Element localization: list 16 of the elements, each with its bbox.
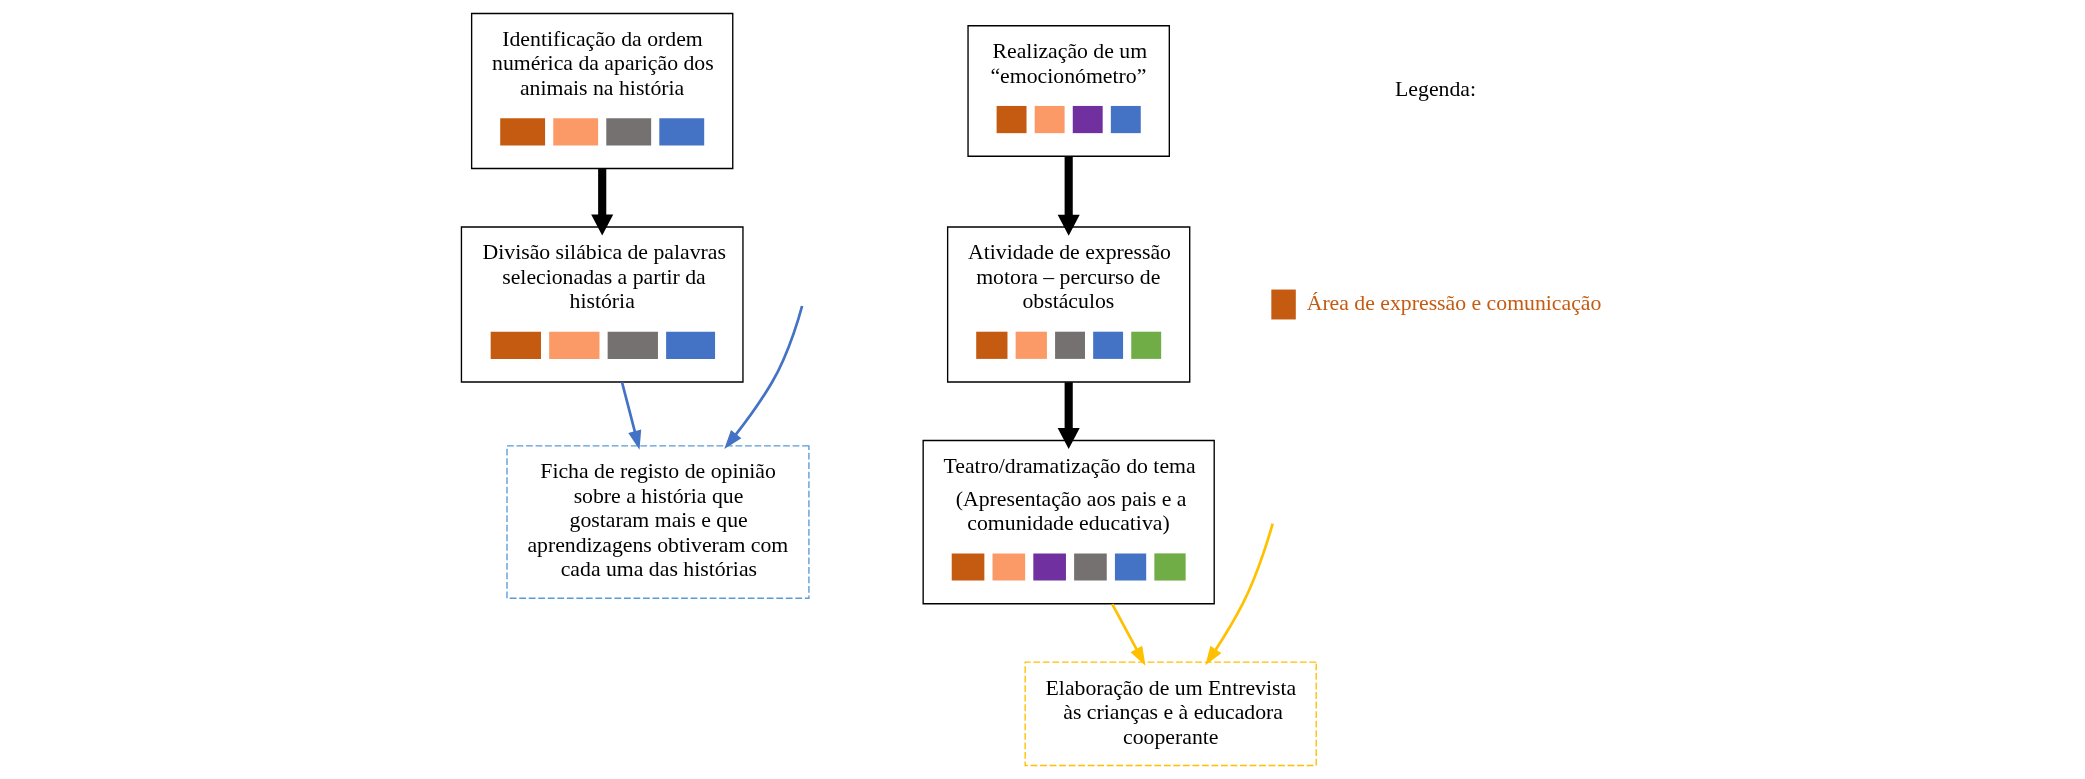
- node-box: Realização de um “emocionómetro”: [967, 25, 1170, 157]
- label: Legenda:: [1395, 77, 1476, 102]
- node-box: Divisão silábica de palavras selecionadas a partir da história: [460, 226, 744, 383]
- node-box: Elaboração de um Entrevista às crianças e à educadora cooperante: [1024, 661, 1317, 767]
- node-box: Teatro/dramatização do tema (Apresentação aos pais e a comunidade educativa): [922, 439, 1215, 605]
- legend-label: Área de expressão e comunicação: [1306, 290, 1602, 315]
- arrow: [1057, 382, 1080, 450]
- arrow: [620, 381, 642, 450]
- arrow: [1205, 523, 1274, 666]
- arrow: [591, 169, 614, 236]
- node-box: Identificação da ordem numérica da aparição dos animais na história: [470, 12, 734, 170]
- arrow: [1057, 156, 1080, 236]
- node-box: Atividade de expressão motora – percurso de obstáculos: [946, 226, 1191, 383]
- node-box: Ficha de registo de opinião sobre a história que gostaram mais e que aprendizagens obtiveram com cada uma das histórias: [506, 445, 810, 599]
- arrow: [1111, 603, 1146, 666]
- arrow: [724, 305, 804, 449]
